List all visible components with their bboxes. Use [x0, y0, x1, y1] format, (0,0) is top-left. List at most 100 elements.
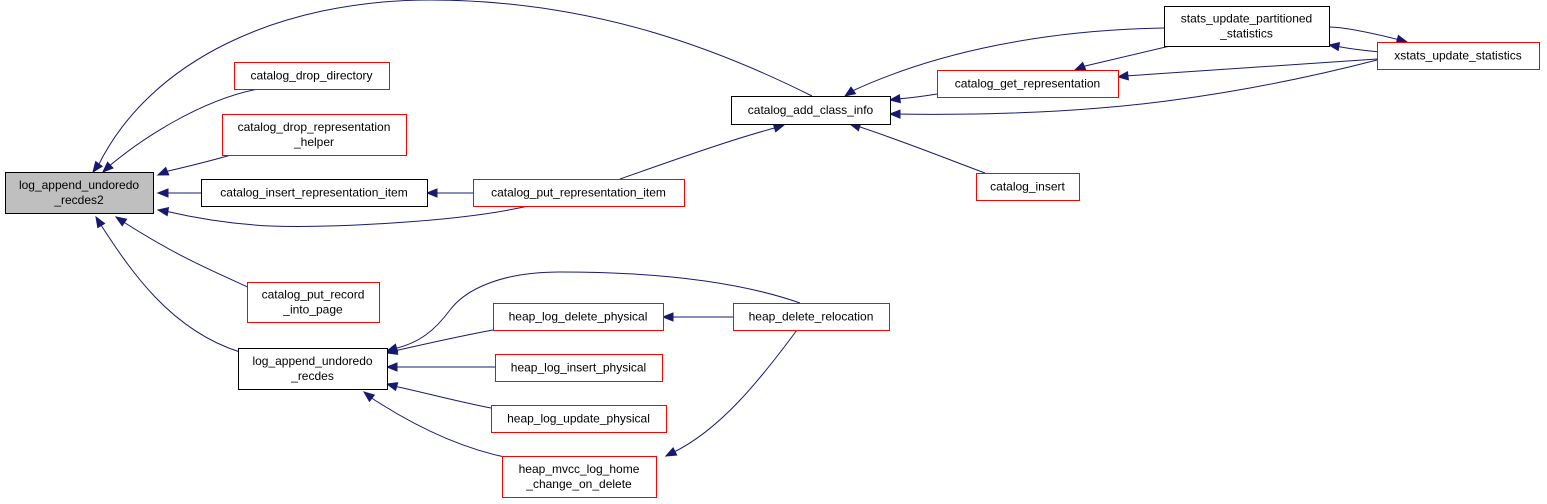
edge-line	[107, 88, 259, 168]
node-catalog-insert[interactable]: catalog_insert	[976, 173, 1080, 201]
node-catalog-put-record-into-page[interactable]: catalog_put_record_into_page	[247, 282, 380, 323]
arrowhead-icon	[1073, 61, 1087, 71]
edge-heap_log_update_physical-to-log_append_undoredo_recdes	[385, 382, 492, 409]
node-box	[976, 173, 1080, 201]
edge-line	[1335, 45, 1381, 53]
node-label: heap_log_delete_physical	[509, 310, 648, 324]
node-log-append-undoredo-recdes[interactable]: log_append_undoredo_recdes	[238, 348, 388, 390]
edge-catalog_drop_representation_helper-to-log_append_undoredo_recdes2	[156, 154, 232, 176]
node-label: heap_log_insert_physical	[511, 361, 646, 375]
node-box	[502, 456, 657, 498]
arrowhead-icon	[1116, 71, 1129, 81]
node-box	[1377, 42, 1540, 70]
edge-line	[856, 125, 986, 174]
edge-line	[392, 271, 801, 350]
arrowhead-icon	[888, 94, 901, 104]
node-xstats-update-statistics[interactable]: xstats_update_statistics	[1377, 42, 1540, 70]
node-label: _into_page	[282, 303, 343, 317]
arrowhead-icon	[385, 345, 399, 355]
node-label: _change_on_delete	[525, 477, 632, 491]
node-box	[222, 114, 407, 156]
node-catalog-put-representation-item[interactable]: catalog_put_representation_item	[473, 179, 685, 207]
node-box	[247, 282, 380, 323]
arrowhead-icon	[661, 312, 674, 322]
node-box	[234, 62, 390, 90]
arrowhead-icon	[114, 216, 128, 227]
edge-heap_log_delete_physical-to-log_append_undoredo_recdes	[385, 329, 494, 355]
arrowhead-icon	[843, 86, 857, 97]
node-box	[5, 172, 154, 214]
node-label: catalog_drop_representation	[238, 120, 391, 134]
edge-line	[1328, 26, 1401, 41]
node-box	[495, 354, 663, 382]
edge-line	[896, 59, 1378, 115]
arrowhead-icon	[95, 215, 106, 229]
node-label: catalog_get_representation	[955, 77, 1100, 91]
edge-catalog_put_representation_item-to-catalog_add_class_info	[619, 123, 786, 180]
arrowhead-icon	[156, 188, 169, 198]
node-box	[1164, 6, 1330, 47]
arrowhead-icon	[425, 188, 438, 198]
node-label: catalog_add_class_info	[748, 103, 874, 117]
node-catalog-drop-representation-helper[interactable]: catalog_drop_representation_helper	[222, 114, 407, 156]
edge-log_append_undoredo_recdes-to-log_append_undoredo_recdes2	[95, 215, 241, 353]
node-catalog-drop-directory[interactable]: catalog_drop_directory	[234, 62, 390, 90]
edge-line	[671, 329, 798, 454]
arrowhead-icon	[664, 447, 678, 457]
arrowhead-icon	[1327, 41, 1341, 52]
edge-line	[1080, 45, 1171, 68]
node-box	[493, 303, 664, 331]
node-heap-log-update-physical[interactable]: heap_log_update_physical	[491, 405, 667, 433]
node-box	[491, 405, 667, 433]
arrowhead-icon	[385, 382, 399, 392]
node-label: _recdes	[290, 369, 334, 383]
arrowhead-icon	[156, 207, 170, 217]
edge-catalog_insert_representation_item-to-log_append_undoredo_recdes2	[156, 188, 201, 198]
edge-line	[1124, 58, 1378, 77]
node-label: stats_update_partitioned	[1181, 12, 1312, 26]
node-label: catalog_drop_directory	[250, 69, 372, 83]
edge-line	[896, 93, 938, 100]
edge-catalog_drop_directory-to-log_append_undoredo_recdes2	[102, 88, 259, 173]
edge-line	[163, 154, 232, 173]
node-label: _statistics	[1219, 27, 1273, 41]
node-catalog-get-representation[interactable]: catalog_get_representation	[937, 70, 1119, 98]
arrowhead-icon	[362, 391, 376, 403]
node-box	[473, 179, 685, 207]
edge-line	[98, 221, 241, 353]
node-box	[238, 348, 388, 390]
node-box	[731, 96, 891, 125]
edge-catalog_put_record_into_page-to-log_append_undoredo_recdes2	[114, 216, 251, 289]
node-box	[937, 70, 1119, 98]
node-heap-mvcc-log-home-change-on-delete[interactable]: heap_mvcc_log_home_change_on_delete	[502, 456, 657, 498]
edge-catalog_get_representation-to-catalog_add_class_info	[888, 93, 938, 104]
node-catalog-add-class-info[interactable]: catalog_add_class_info	[731, 96, 891, 125]
node-heap-log-insert-physical[interactable]: heap_log_insert_physical	[495, 354, 663, 382]
arrowhead-icon	[888, 109, 901, 119]
node-stats-update-partitioned-statistics[interactable]: stats_update_partitioned_statistics	[1164, 6, 1330, 47]
node-label: _helper	[293, 135, 334, 149]
node-log-append-undoredo-recdes2[interactable]: log_append_undoredo_recdes2	[5, 172, 154, 214]
node-catalog-insert-representation-item[interactable]: catalog_insert_representation_item	[201, 179, 428, 207]
edge-xstats_update_statistics-to-catalog_add_class_info	[888, 59, 1378, 119]
arrowhead-icon	[102, 161, 114, 173]
edge-catalog_put_representation_item-to-catalog_insert_representation_item	[425, 188, 473, 198]
edge-xstats_update_statistics-to-stats_update_partitioned_statistics	[1327, 41, 1381, 53]
edge-catalog_insert-to-catalog_add_class_info	[848, 122, 986, 174]
node-box	[733, 303, 890, 331]
edge-line	[393, 329, 494, 352]
node-label: heap_delete_relocation	[749, 310, 874, 324]
arrowhead-icon	[385, 362, 398, 372]
edge-catalog_put_representation_item-to-log_append_undoredo_recdes2	[156, 205, 529, 227]
edge-xstats_update_statistics-to-catalog_get_representation	[1116, 58, 1378, 81]
node-label: catalog_insert_representation_item	[220, 186, 407, 200]
edge-line	[849, 27, 1165, 93]
node-label: catalog_put_record	[262, 288, 365, 302]
edge-heap_log_insert_physical-to-log_append_undoredo_recdes	[385, 362, 495, 372]
edge-heap_delete_relocation-to-heap_log_delete_physical	[661, 312, 733, 322]
node-heap-log-delete-physical[interactable]: heap_log_delete_physical	[493, 303, 664, 331]
node-box	[201, 179, 428, 207]
node-heap-delete-relocation[interactable]: heap_delete_relocation	[733, 303, 890, 331]
node-label: _recdes2	[53, 193, 104, 207]
